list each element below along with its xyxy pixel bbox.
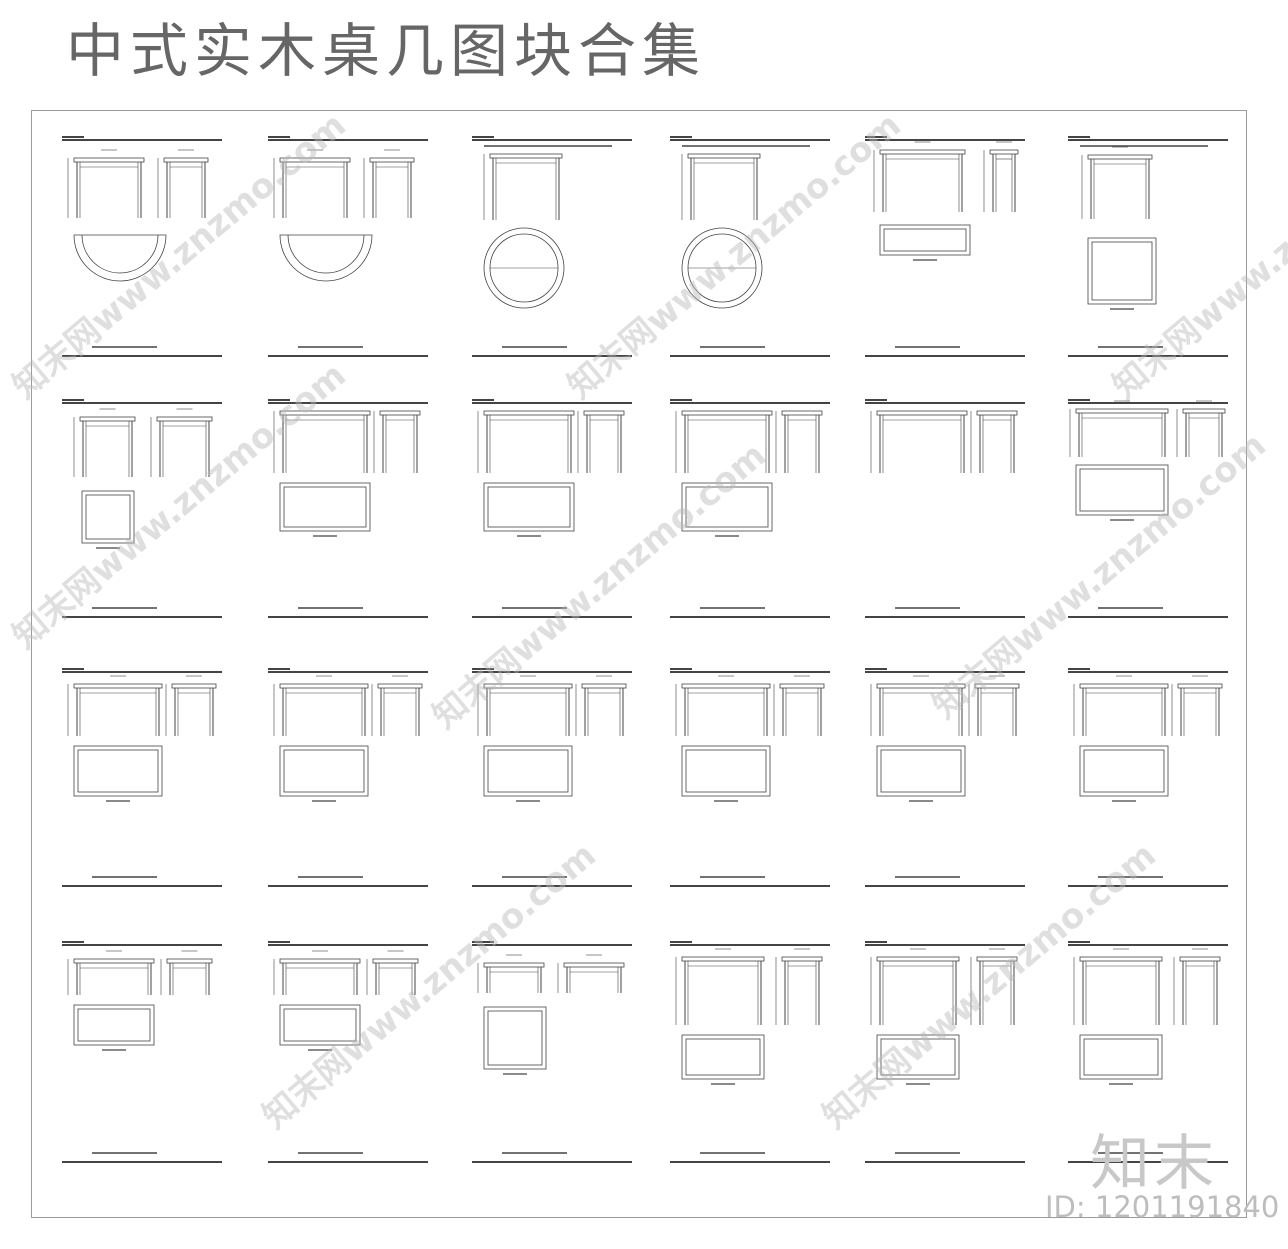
cell-r3-c5-plan-outer bbox=[876, 745, 966, 797]
cell-r4-c5-plan-outer bbox=[876, 1034, 960, 1080]
cell-r2-c1-plan-inner bbox=[85, 494, 131, 540]
cell-r1-c4-plan-circle bbox=[681, 227, 763, 309]
cell-r1-c5-side-top bbox=[989, 149, 1019, 155]
cell-r4-c4-side-top bbox=[781, 956, 823, 962]
cell-r3-c3-front-top bbox=[483, 683, 573, 689]
cell-r2-c2-plan-outer bbox=[279, 482, 371, 532]
cell-r3-c2-side-top bbox=[377, 683, 423, 689]
cell-r2-c1-plan-outer bbox=[81, 490, 135, 544]
cell-r2-c3-plan-outer bbox=[483, 482, 575, 532]
cell-r1-c5-plan-outer bbox=[879, 224, 971, 256]
cell-r4-c6-plan-inner bbox=[1083, 1038, 1159, 1076]
cell-r2-c2-side-top bbox=[379, 410, 421, 416]
cell-r4-c6-side-top bbox=[1179, 956, 1221, 962]
cell-r4-c2-side-top bbox=[372, 958, 419, 964]
cell-r2-c3-side-top bbox=[583, 410, 625, 416]
cell-r2-c1-side-top bbox=[156, 416, 213, 422]
cell-r4-c2-plan-outer bbox=[279, 1004, 361, 1046]
cell-r1-c4-front-top bbox=[687, 153, 761, 159]
cell-r2-c4-side-top bbox=[781, 410, 823, 416]
cell-r4-c5-plan-inner bbox=[880, 1038, 956, 1076]
drawing-sheet-frame bbox=[31, 110, 1247, 1218]
cell-r4-c4-front-top bbox=[681, 956, 765, 962]
cell-r2-c5-front-top bbox=[876, 410, 968, 416]
cell-r4-c5-front-top bbox=[876, 956, 960, 962]
cell-r3-c2-plan-inner bbox=[283, 749, 365, 793]
cell-r3-c5-plan-inner bbox=[880, 749, 962, 793]
cell-r2-c6-front-top bbox=[1075, 408, 1169, 414]
cell-r2-c2-plan-inner bbox=[283, 486, 367, 528]
cell-r1-c2-plan-half bbox=[279, 234, 373, 282]
cell-r2-c6-plan-inner bbox=[1079, 468, 1165, 512]
cell-r3-c3-plan-outer bbox=[483, 745, 573, 797]
cell-r4-c4-plan-inner bbox=[685, 1038, 761, 1076]
cell-r4-c1-side-top bbox=[166, 958, 213, 964]
cell-r1-c3-front-top bbox=[489, 153, 563, 159]
cell-r3-c1-side-top bbox=[171, 683, 217, 689]
cell-r1-c5-plan-inner bbox=[883, 228, 967, 252]
cell-r3-c2-front-top bbox=[279, 683, 369, 689]
cell-r2-c4-front-top bbox=[681, 410, 773, 416]
cell-r1-c1-side-top bbox=[163, 157, 209, 163]
cell-r4-c5-side-top bbox=[976, 956, 1018, 962]
cell-r1-c6-plan-inner bbox=[1091, 241, 1153, 301]
cell-r4-c1-front-top bbox=[73, 958, 155, 964]
cell-r4-c3-front-top bbox=[483, 962, 545, 968]
cell-r2-c3-plan-inner bbox=[487, 486, 571, 528]
cell-r1-c1-front-top bbox=[73, 157, 145, 163]
cell-r1-c2-side-top bbox=[369, 157, 415, 163]
cell-r3-c4-plan-outer bbox=[681, 745, 771, 797]
page-title: 中式实木桌几图块合集 bbox=[66, 17, 707, 85]
cell-r2-c6-side-top bbox=[1182, 408, 1226, 414]
cell-r1-c3-plan-circle bbox=[483, 227, 565, 309]
cell-r2-c3-front-top bbox=[483, 410, 575, 416]
cell-r1-c1-plan-half bbox=[73, 234, 167, 282]
cell-r3-c4-front-top bbox=[681, 683, 771, 689]
cell-r3-c4-side-top bbox=[779, 683, 825, 689]
cell-r3-c6-front-top bbox=[1079, 683, 1169, 689]
cell-r3-c6-plan-inner bbox=[1083, 749, 1165, 793]
cell-r1-c6-plan-outer bbox=[1087, 237, 1157, 305]
cell-r4-c2-plan-inner bbox=[283, 1008, 357, 1042]
cell-r4-c3-plan-outer bbox=[483, 1006, 547, 1070]
cell-r3-c4-plan-inner bbox=[685, 749, 767, 793]
cell-r2-c4-plan-outer bbox=[681, 482, 773, 532]
cell-r4-c1-plan-outer bbox=[73, 1004, 155, 1046]
cell-r1-c1-plan-inner bbox=[81, 234, 159, 274]
cell-r4-c6-plan-outer bbox=[1079, 1034, 1163, 1080]
cell-r4-c2-front-top bbox=[279, 958, 361, 964]
cell-r1-c5-front-top bbox=[879, 149, 966, 155]
cell-r3-c5-front-top bbox=[876, 683, 966, 689]
cell-r4-c6-front-top bbox=[1079, 956, 1163, 962]
cell-r3-c6-side-top bbox=[1177, 683, 1223, 689]
cell-r2-c1-front-top bbox=[79, 416, 136, 422]
cell-r1-c2-plan-inner bbox=[287, 234, 365, 274]
cell-r4-c1-plan-inner bbox=[77, 1008, 151, 1042]
cell-r1-c2-front-top bbox=[279, 157, 351, 163]
cell-r3-c3-plan-inner bbox=[487, 749, 569, 793]
watermark-id: ID: 1201191840 bbox=[1045, 1190, 1280, 1224]
cell-r3-c1-front-top bbox=[73, 683, 163, 689]
cell-r2-c4-plan-inner bbox=[685, 486, 769, 528]
cell-r3-c1-plan-inner bbox=[77, 749, 159, 793]
cell-r4-c3-side-top bbox=[563, 962, 625, 968]
cell-r3-c1-plan-outer bbox=[73, 745, 163, 797]
cell-r2-c6-plan-outer bbox=[1075, 464, 1169, 516]
cell-r4-c4-plan-outer bbox=[681, 1034, 765, 1080]
watermark-logo: 知末 bbox=[1090, 1129, 1218, 1199]
cell-r1-c6-front-top bbox=[1087, 154, 1153, 160]
cell-r4-c3-plan-inner bbox=[487, 1010, 543, 1066]
cell-r2-c5-side-top bbox=[976, 410, 1018, 416]
cell-r3-c5-side-top bbox=[974, 683, 1020, 689]
cell-r3-c2-plan-outer bbox=[279, 745, 369, 797]
cell-r3-c6-plan-outer bbox=[1079, 745, 1169, 797]
cell-r2-c2-front-top bbox=[279, 410, 371, 416]
cell-r3-c3-side-top bbox=[581, 683, 627, 689]
